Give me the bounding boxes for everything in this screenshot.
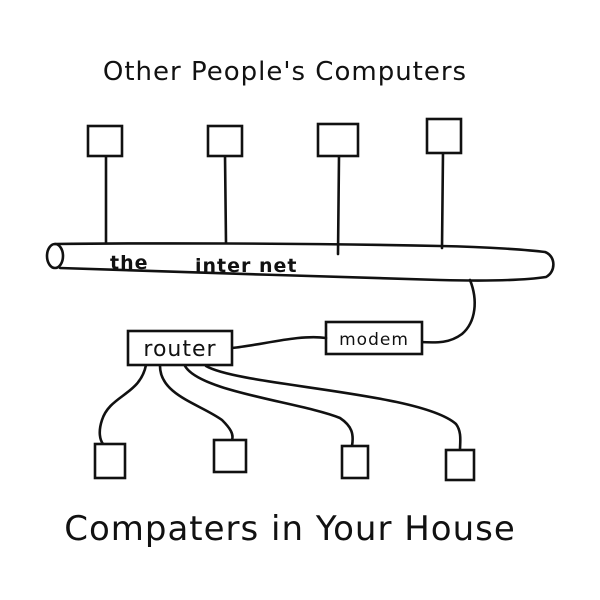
remote-computers	[86, 117, 463, 256]
remote-computer-4	[425, 117, 463, 155]
router-label: router	[143, 337, 216, 362]
router-box	[126, 329, 234, 367]
remote-computer-2	[206, 124, 244, 158]
internet-label-internet: inter net	[195, 255, 298, 277]
internet-label-the: the	[110, 252, 149, 274]
top-title: Other People's Computers	[103, 57, 467, 87]
modem-label: modem	[339, 330, 409, 350]
home-cable-1	[98, 363, 148, 446]
home-computer-4	[444, 448, 476, 482]
internet-modem-cable	[418, 278, 476, 344]
internet-pipe-body	[53, 242, 555, 282]
home-cable-4	[204, 364, 462, 452]
home-cables	[98, 363, 462, 452]
home-computers	[93, 438, 476, 482]
router-modem-cable	[230, 335, 328, 350]
remote-computer-1	[86, 124, 124, 158]
remote-computer-2-line	[223, 153, 228, 245]
remote-computer-3	[316, 122, 360, 158]
internet-pipe: the inter net	[45, 242, 555, 282]
modem: modem	[324, 320, 424, 356]
bottom-title: Compaters in Your House	[64, 509, 516, 549]
home-computer-3	[340, 444, 370, 480]
home-cable-3	[183, 364, 354, 448]
home-cable-2	[158, 364, 234, 442]
home-computer-2	[212, 438, 248, 474]
home-computer-1	[93, 442, 127, 480]
internet-pipe-end	[45, 242, 65, 270]
remote-computer-4-line	[440, 150, 445, 250]
remote-computer-3-line	[336, 154, 341, 256]
router: router	[126, 329, 234, 367]
